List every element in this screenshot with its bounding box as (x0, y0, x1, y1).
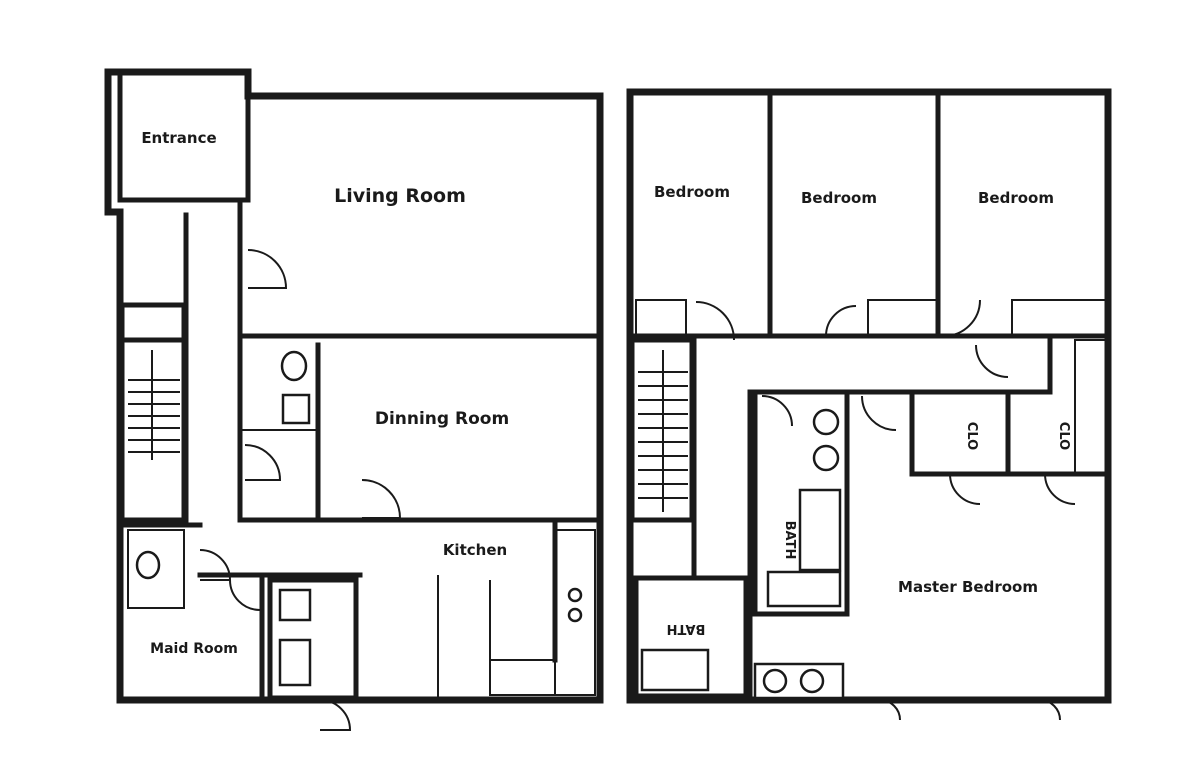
master-door (861, 395, 897, 431)
room-label-clo-2: CLO (1056, 422, 1071, 450)
sink (281, 393, 311, 425)
room-label-bedroom-1: Bedroom (654, 183, 730, 201)
stove-burner (567, 587, 583, 603)
balcony-door (1039, 699, 1061, 721)
entrance-wall (117, 69, 251, 203)
maid-door (199, 549, 232, 581)
upper-floor (626, 88, 1112, 721)
clo2-door (1044, 473, 1076, 505)
vanity (766, 570, 842, 608)
bathtub (798, 488, 842, 572)
room-label-bath-master: BATH (782, 521, 797, 560)
room-label-bedroom-2: Bedroom (801, 189, 877, 207)
bedroom-closet (1011, 299, 1109, 337)
basin (812, 408, 840, 436)
dining-door (361, 479, 402, 519)
ground-floor (104, 68, 604, 731)
bedroom-closet (867, 299, 939, 337)
room-label-bath-hall: BATH (667, 621, 706, 636)
bath-shower (278, 638, 312, 687)
room-label-dining: Dinning Room (375, 409, 509, 429)
upper-stairs (638, 350, 688, 512)
basin (812, 444, 840, 472)
master-bath (752, 389, 850, 617)
room-label-entrance: Entrance (141, 129, 216, 147)
kitchen-sink-counter (489, 659, 556, 696)
rear-door (319, 699, 352, 731)
maid-room-door (229, 579, 261, 611)
maid-bath (127, 529, 185, 609)
basin (762, 668, 788, 694)
hall-door (975, 344, 1009, 378)
linen-shelves (1074, 339, 1109, 475)
clo1-door (949, 473, 981, 505)
hall-closet (119, 302, 187, 343)
basin (799, 668, 825, 694)
bedroom1-door (695, 301, 735, 341)
living-door (247, 249, 288, 289)
room-label-living: Living Room (334, 185, 466, 207)
stairs (128, 350, 180, 460)
room-label-clo-1: CLO (964, 422, 979, 450)
toilet (280, 350, 308, 382)
upper-stair-well (629, 337, 695, 523)
balcony-door (879, 699, 901, 721)
room-label-maid: Maid Room (150, 641, 238, 657)
bedroom-closet (635, 299, 687, 337)
stove-burner (567, 607, 583, 623)
hall-tub (640, 648, 710, 692)
bedroom3-door (943, 299, 981, 337)
bedroom2-door (825, 305, 857, 337)
room-label-master: Master Bedroom (898, 578, 1038, 596)
powder-door (244, 444, 282, 481)
bath-sink (278, 588, 312, 622)
master-closet-unit (753, 662, 845, 700)
master-bath-door (761, 395, 793, 427)
hall-bath (633, 575, 749, 699)
room-label-bedroom-3: Bedroom (978, 189, 1054, 207)
clo-block (909, 389, 1011, 477)
maid-toilet (135, 550, 161, 580)
room-label-kitchen: Kitchen (443, 541, 507, 559)
kitchen-bath (267, 577, 359, 701)
